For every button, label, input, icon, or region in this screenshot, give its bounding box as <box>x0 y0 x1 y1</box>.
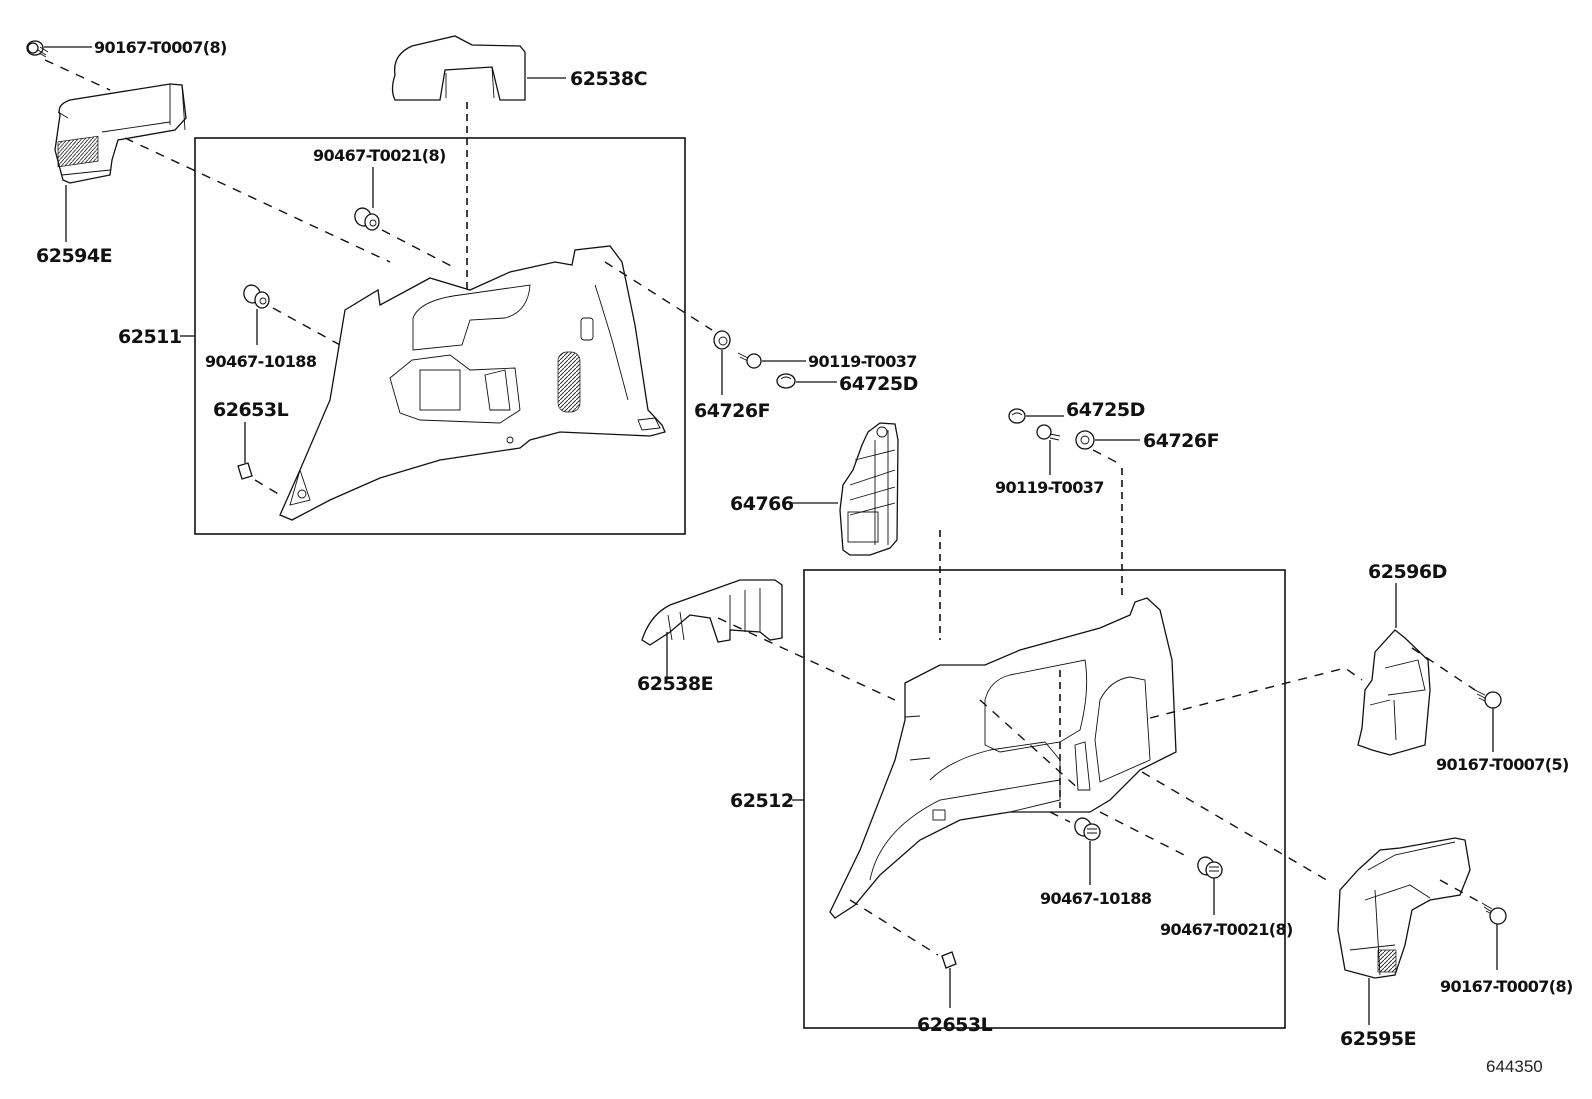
duct-62595E-part[interactable] <box>1337 837 1471 979</box>
plug-icon[interactable] <box>713 330 731 350</box>
part-label-62512[interactable]: 62512 <box>730 790 794 812</box>
clip-icon[interactable] <box>237 462 253 480</box>
screw-icon[interactable] <box>737 352 762 369</box>
assembly-dashed-line <box>124 137 391 263</box>
part-label-62538C[interactable]: 62538C <box>570 68 648 90</box>
clip-icon[interactable] <box>1195 855 1223 879</box>
assembly-dashed-line <box>1439 879 1486 906</box>
part-label-62653L-left[interactable]: 62653L <box>213 399 289 421</box>
assembly-dashed-line <box>849 899 939 956</box>
clip-icon[interactable] <box>1072 816 1101 841</box>
duct-62594E-part[interactable] <box>54 83 187 184</box>
clip-icon[interactable] <box>941 951 957 969</box>
garnish-62538E-part[interactable] <box>641 579 783 646</box>
assembly-dashed-line <box>381 229 456 269</box>
bracket-62596D-part[interactable] <box>1357 629 1431 756</box>
screw-icon[interactable] <box>1036 424 1061 441</box>
part-label-64726F-left[interactable]: 64726F <box>694 400 771 422</box>
part-label-64725D-right[interactable]: 64725D <box>1066 399 1145 421</box>
assembly-dashed-line <box>1099 811 1191 859</box>
part-label-90119-T0037-left[interactable]: 90119-T0037 <box>808 352 917 371</box>
clip-icon[interactable] <box>352 206 380 231</box>
part-label-62511[interactable]: 62511 <box>118 326 182 348</box>
part-label-90167-T0007-5[interactable]: 90167-T0007(5) <box>1436 755 1569 774</box>
diagram-reference-number: 644350 <box>1486 1057 1543 1076</box>
cover-64766-part[interactable] <box>839 422 899 556</box>
part-label-90119-T0037-right[interactable]: 90119-T0037 <box>995 478 1104 497</box>
part-label-62538E[interactable]: 62538E <box>637 673 714 695</box>
assembly-dashed-line <box>44 59 111 91</box>
quarter-panel-62512-part[interactable] <box>829 597 1177 919</box>
part-label-90467-T0021-8-right[interactable]: 90467-T0021(8) <box>1160 920 1293 939</box>
assembly-dashed-line <box>1092 449 1123 466</box>
part-label-90467-10188-right[interactable]: 90467-10188 <box>1040 889 1152 908</box>
part-label-62594E[interactable]: 62594E <box>36 245 113 267</box>
clip-icon[interactable] <box>241 283 270 309</box>
assembly-dashed-line <box>254 479 281 496</box>
part-label-64726F-right[interactable]: 64726F <box>1143 430 1220 452</box>
cap-icon[interactable] <box>776 373 796 389</box>
part-label-62596D[interactable]: 62596D <box>1368 561 1447 583</box>
part-label-90167-T0007-8[interactable]: 90167-T0007(8) <box>94 38 227 57</box>
part-label-62595E[interactable]: 62595E <box>1340 1028 1417 1050</box>
assembly-dashed-line <box>1149 667 1363 719</box>
screw-icon[interactable] <box>1481 902 1507 925</box>
part-label-62653L-right[interactable]: 62653L <box>917 1014 993 1036</box>
part-label-64766[interactable]: 64766 <box>730 493 794 515</box>
part-label-90167-T0007-8-bottom[interactable]: 90167-T0007(8) <box>1440 977 1573 996</box>
part-label-90467-10188-left[interactable]: 90467-10188 <box>205 352 317 371</box>
assembly-dashed-line <box>604 261 713 331</box>
screw-icon[interactable] <box>26 40 49 58</box>
plug-icon[interactable] <box>1075 430 1095 450</box>
quarter-panel-62511-part[interactable] <box>279 245 666 521</box>
right-assembly-box <box>803 569 1286 1029</box>
assembly-dashed-line <box>1049 811 1071 823</box>
assembly-dashed-line <box>1411 647 1476 691</box>
cover-62538C-part[interactable] <box>391 35 526 101</box>
assembly-dashed-line <box>979 699 1081 791</box>
part-label-90467-T0021-8[interactable]: 90467-T0021(8) <box>313 146 446 165</box>
cap-icon[interactable] <box>1008 408 1026 424</box>
screw-icon[interactable] <box>1474 689 1502 709</box>
part-label-64725D-left[interactable]: 64725D <box>839 373 918 395</box>
assembly-dashed-line <box>1141 771 1331 883</box>
